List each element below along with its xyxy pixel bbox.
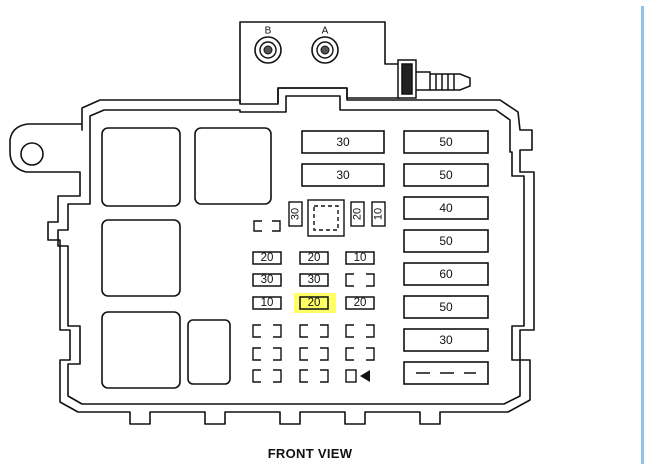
mini-fuse: 20 [294, 293, 336, 313]
mini-fuse: 20 [299, 251, 329, 265]
mini-fuse-value: 30 [261, 274, 274, 286]
maxi-fuse-value: 50 [439, 234, 453, 248]
empty-slot [252, 369, 282, 383]
maxi-fuse-value: 60 [439, 267, 453, 281]
connector-symbol [345, 369, 370, 383]
maxi-fuse: 60 [403, 262, 489, 286]
empty-slot [253, 220, 281, 232]
maxi-fuse-value: 30 [439, 333, 453, 347]
vertical-fuse: 20 [350, 201, 365, 227]
empty-slot [345, 324, 375, 338]
empty-slot [252, 324, 282, 338]
maxi-fuse: 30 [403, 328, 489, 352]
maxi-fuse [403, 361, 489, 385]
empty-slot [299, 369, 329, 383]
maxi-fuse: 50 [403, 295, 489, 319]
maxi-fuse-value: 50 [439, 300, 453, 314]
empty-slot [299, 347, 329, 361]
housing-outer [9, 87, 535, 425]
terminal-b: B [254, 26, 282, 64]
mini-fuse-value: 20 [308, 297, 321, 309]
maxi-fuse-value: 50 [439, 135, 453, 149]
scroll-edge [641, 6, 644, 464]
empty-slot [299, 324, 329, 338]
relay-2 [194, 127, 272, 205]
mounting-hole [20, 142, 44, 166]
mini-fuse-value: 20 [308, 252, 321, 264]
relay-5 [187, 319, 231, 385]
relay-1 [101, 127, 181, 207]
vertical-fuse: 10 [371, 201, 386, 227]
mini-fuse: 30 [252, 273, 282, 287]
mini-fuse: 20 [345, 296, 375, 310]
maxi-fuse: 40 [403, 196, 489, 220]
fuse-layer: 50 50 40 50 60 50 30 30 30 30 20 10 20 20 10 30 30 10 20 20 [252, 130, 489, 385]
mini-fuse: 10 [252, 296, 282, 310]
mini-fuse: 10 [345, 251, 375, 265]
relay-3 [101, 219, 181, 297]
empty-slot [345, 347, 375, 361]
terminal-label: B [265, 26, 272, 37]
side-stud [397, 59, 471, 99]
top-fuse-value: 30 [336, 168, 350, 182]
mini-fuse-value: 10 [261, 297, 274, 309]
mini-fuse-value: 20 [354, 297, 367, 309]
mini-fuse-value: 30 [308, 274, 321, 286]
vertical-fuse-value: 10 [373, 208, 385, 220]
mini-fuse-value: 10 [354, 252, 367, 264]
empty-slot [252, 347, 282, 361]
highlight-marker [294, 293, 336, 313]
relay-4 [101, 311, 181, 389]
maxi-fuse-value: 40 [439, 201, 453, 215]
top-fuse: 30 [301, 130, 385, 154]
diagram-caption: FRONT VIEW [267, 446, 353, 461]
mini-fuse-value: 20 [261, 252, 274, 264]
top-fuse-value: 30 [336, 135, 350, 149]
mini-fuse: 30 [299, 273, 329, 287]
empty-slot [345, 273, 375, 287]
vertical-fuse-value: 30 [290, 208, 302, 220]
mini-fuse: 20 [252, 251, 282, 265]
maxi-fuse-value: 50 [439, 168, 453, 182]
vertical-fuse-value: 20 [352, 208, 364, 220]
top-fuse: 30 [301, 163, 385, 187]
relays [101, 127, 272, 389]
terminal-a: A [311, 26, 339, 64]
relay-socket [307, 199, 345, 237]
vertical-fuse: 30 [288, 201, 303, 227]
terminal-label: A [322, 26, 329, 37]
housing-inner [57, 95, 525, 405]
maxi-fuse: 50 [403, 130, 489, 154]
maxi-fuse: 50 [403, 229, 489, 253]
maxi-fuse: 50 [403, 163, 489, 187]
